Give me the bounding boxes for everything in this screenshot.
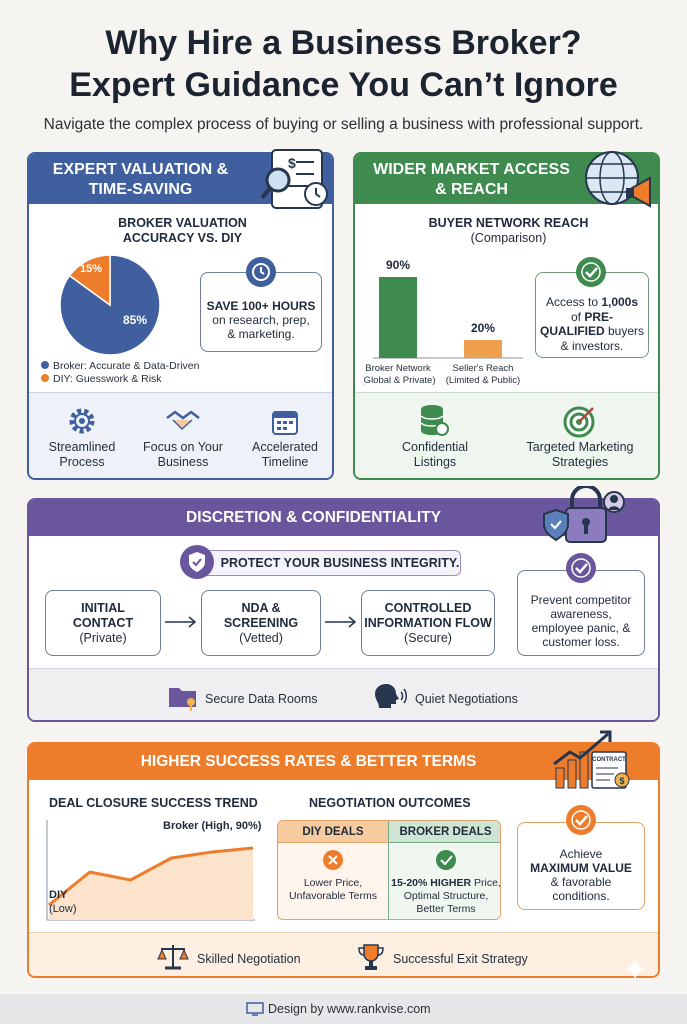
speaking-head-icon xyxy=(375,684,407,708)
legend-dot-diy xyxy=(41,374,49,382)
market-features xyxy=(355,392,658,478)
shield-badge-icon xyxy=(180,545,214,579)
valuation-chart-title: BROKER VALUATION ACCURACY VS. DIY xyxy=(118,216,247,245)
pie-label-diy: 15% xyxy=(80,263,102,275)
bar-seller xyxy=(464,340,502,358)
title-line-1: Why Hire a Business Broker? xyxy=(105,24,582,62)
feature-streamlined: Streamlined Process xyxy=(48,440,116,469)
bar-category-broker-line1: Broker Network xyxy=(365,363,431,374)
arrow-right-icon xyxy=(325,616,357,628)
x-badge-icon xyxy=(323,850,343,870)
bar-category-broker-line2: (Global & Private) xyxy=(363,375,435,386)
footer-credit-link[interactable]: Design by www.rankvise.com xyxy=(268,1002,431,1016)
gear-icon xyxy=(69,408,95,434)
trend-line xyxy=(48,846,254,907)
page-subtitle: Navigate the complex process of buying o… xyxy=(43,116,644,133)
check-badge-icon xyxy=(566,553,596,583)
broker-head: BROKER DEALS xyxy=(389,821,500,843)
feature-accelerated: Accelerated Timeline xyxy=(251,440,318,469)
feature-focus: Focus on Your Business xyxy=(143,440,223,469)
sparkle-icon xyxy=(625,959,645,979)
market-panel: WIDER MARKET ACCESS & REACH BUYER NETWOR… xyxy=(353,152,660,480)
feature-skilled-negotiation: Skilled Negotiation xyxy=(197,952,301,966)
maximum-value-callout: Achieve MAXIMUM VALUE & favorable condit… xyxy=(517,822,645,910)
market-chart-title: BUYER NETWORK REACH (Comparison) xyxy=(428,216,589,245)
svg-text:$: $ xyxy=(288,155,296,171)
legend-broker: Broker: Accurate & Data-Driven xyxy=(53,360,200,372)
target-icon xyxy=(563,406,595,438)
growth-contract-icon: CONTRACT $ xyxy=(553,730,630,789)
footer-bar: Design by www.rankvise.com xyxy=(0,994,687,1024)
title-line-2: Expert Guidance You Can’t Ignore xyxy=(69,66,618,104)
monitor-icon xyxy=(246,1002,264,1016)
trend-diy-label: DIY (Low) xyxy=(49,889,77,915)
pie-label-broker: 85% xyxy=(123,313,147,327)
svg-text:$: $ xyxy=(619,776,624,786)
scales-icon xyxy=(157,945,189,970)
contract-word: CONTRACT xyxy=(592,757,626,763)
prevent-callout: Prevent competitor awareness, employee p… xyxy=(517,570,645,656)
legend-dot-broker xyxy=(41,361,49,369)
bar-category-seller-line2: (Limited & Public) xyxy=(446,375,520,386)
negotiation-table: DIY DEALS Lower Price, Unfavorable Terms… xyxy=(277,820,501,920)
reach-bar-chart: 90% 20% Broker Network (Global & Private… xyxy=(363,258,523,386)
bar-value-seller: 20% xyxy=(471,321,495,335)
discretion-features xyxy=(29,668,658,720)
check-badge-icon xyxy=(576,257,606,287)
integrity-banner: PROTECT YOUR BUSINESS INTEGRITY. xyxy=(197,550,461,576)
feature-targeted-marketing: Targeted Marketing Strategies xyxy=(526,440,634,469)
success-features xyxy=(29,932,658,976)
handshake-icon xyxy=(166,410,200,431)
bar-category-seller-line1: Seller's Reach xyxy=(453,363,514,374)
trend-broker-label: Broker (High, 90%) xyxy=(163,820,262,832)
bar-broker xyxy=(379,277,417,358)
feature-quiet-negotiations: Quiet Negotiations xyxy=(415,692,518,706)
page-title: Why Hire a Business Broker? Expert Guida… xyxy=(0,22,687,106)
arrow-right-icon xyxy=(165,616,197,628)
diy-head: DIY DEALS xyxy=(278,821,388,843)
database-icon xyxy=(420,405,449,436)
success-trend-chart xyxy=(46,820,255,921)
bar-value-broker: 90% xyxy=(386,258,410,272)
globe-megaphone-icon xyxy=(585,151,651,208)
trophy-icon xyxy=(358,944,384,970)
step-initial-contact: INITIAL CONTACT (Private) xyxy=(45,590,161,656)
folder-lock-icon xyxy=(169,688,196,711)
success-panel: HIGHER SUCCESS RATES & BETTER TERMS DEAL… xyxy=(27,742,660,978)
pie-legend: Broker: Accurate & Data-Driven DIY: Gues… xyxy=(41,360,199,386)
feature-secure-data-rooms: Secure Data Rooms xyxy=(205,692,318,706)
calendar-icon xyxy=(272,411,298,435)
clock-icon xyxy=(246,257,276,287)
diy-column: DIY DEALS Lower Price, Unfavorable Terms xyxy=(278,821,388,919)
valuation-pie-chart: 85% 15% xyxy=(59,254,161,356)
feature-exit-strategy: Successful Exit Strategy xyxy=(393,952,528,966)
document-magnifier-icon: $ xyxy=(260,149,328,209)
step-nda-screening: NDA & SCREENING (Vetted) xyxy=(201,590,321,656)
trend-area xyxy=(49,848,253,920)
legend-diy: DIY: Guesswork & Risk xyxy=(53,373,162,385)
check-circle-icon xyxy=(436,850,456,870)
pie-slice-diy xyxy=(68,254,111,307)
negotiation-title: NEGOTIATION OUTCOMES xyxy=(309,796,471,810)
trend-chart-title: DEAL CLOSURE SUCCESS TREND xyxy=(49,796,258,810)
broker-column: BROKER DEALS 15-20% HIGHER Price, Optima… xyxy=(388,821,500,919)
step-controlled-flow: CONTROLLED INFORMATION FLOW (Secure) xyxy=(361,590,495,656)
check-badge-icon xyxy=(566,805,596,835)
padlock-shield-icon xyxy=(543,486,625,543)
feature-confidential-listings: Confidential Listings xyxy=(401,440,468,469)
success-header: HIGHER SUCCESS RATES & BETTER TERMS xyxy=(29,744,658,780)
